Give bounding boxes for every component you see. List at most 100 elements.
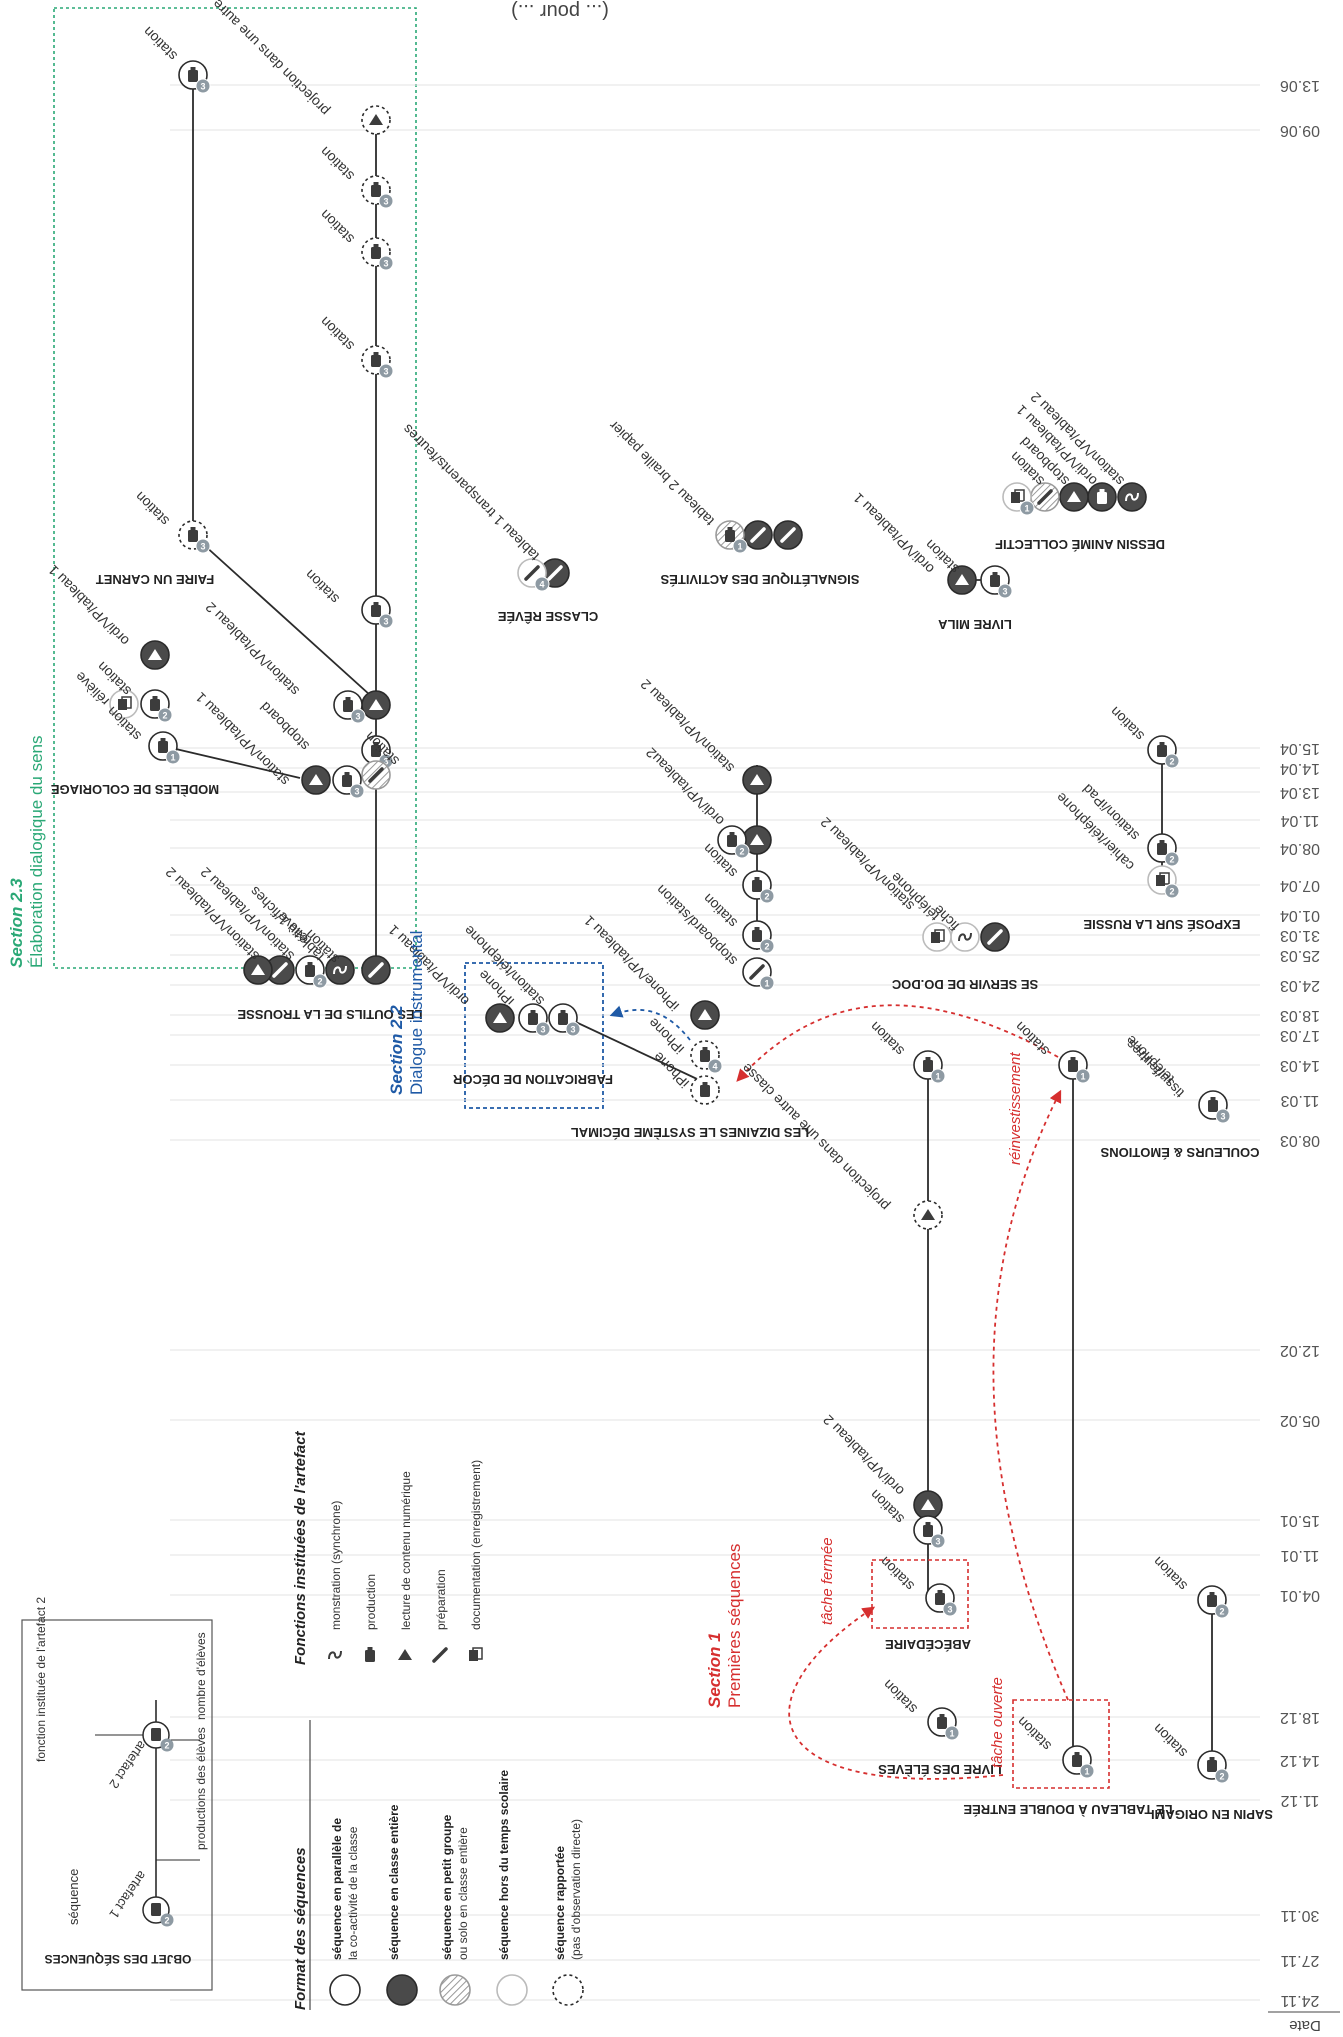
section-1-title: Premières séquences [725, 1544, 744, 1708]
sequence-title-classe_reve: CLASSE RÊVÉE [497, 609, 598, 624]
artifact-label-iphone: iPhone [650, 1049, 692, 1091]
signaletique-node [744, 521, 772, 549]
modeles-node: 2 [141, 690, 172, 722]
svg-text:2: 2 [1219, 1607, 1224, 1617]
dessin-node [1118, 483, 1146, 511]
date-tick: 15.04 [1280, 740, 1320, 757]
svg-text:1: 1 [170, 753, 175, 763]
sequence-title-russie: EXPOSÉ SUR LA RUSSIE [1083, 917, 1240, 932]
svg-text:3: 3 [383, 367, 388, 377]
dessin-node [1088, 483, 1116, 511]
signaletique-node: 1 [716, 521, 747, 553]
svg-text:3: 3 [570, 1025, 575, 1035]
dessin-node: 1 [1003, 483, 1034, 515]
dizaines-col-node: 2 [743, 921, 774, 953]
legend-fonction: fonction instituée de l'artefact 2 [34, 1597, 48, 1762]
svg-text:2: 2 [162, 711, 167, 721]
dizaines-col-node: 2 [743, 871, 774, 903]
faire-carnet-node: 3 [179, 521, 210, 553]
svg-text:3: 3 [383, 197, 388, 207]
artifact-label-station: station [1150, 1721, 1190, 1761]
station-node: 3 [362, 346, 393, 378]
legend-object-box: OBJET DES SÉQUENCES 2 2 séquence artefac… [22, 1597, 212, 1990]
sequence-title-dizaines: LES DIZAINES LE SYSTÈME DÉCIMAL [571, 1125, 809, 1140]
station-vp-node [302, 766, 330, 794]
abecedaire-projection-node [914, 1201, 942, 1229]
artifact-label-tableau2_braille: tableau 2 braille papier [605, 417, 717, 529]
svg-text:2: 2 [164, 1916, 169, 1926]
section-2-3-box [54, 8, 416, 968]
legend-function-4: documentation (enregistrement) [469, 1460, 483, 1661]
artifact-label-projection: projection dans une autre classe [178, 0, 332, 119]
carnet-node-top: 3 [179, 61, 210, 93]
date-tick: 11.03 [1280, 1092, 1319, 1109]
sequence-title-tableau: LE TABLEAU À DOUBLE ENTRÉE [963, 1802, 1173, 1817]
sequence-title-mila: LIVRE MILA [938, 617, 1012, 632]
artifact-label-ordi_vp_tableau2: ordi/VP/tableau 2 [820, 1412, 907, 1499]
section-2-2-title: Dialogue instrumental [407, 931, 426, 1095]
artifact-label-station: station [880, 1677, 920, 1717]
svg-text:3: 3 [383, 259, 388, 269]
date-tick: 18.12 [1280, 1709, 1320, 1726]
abecedaire-node: 3 [926, 1584, 957, 1616]
svg-text:2: 2 [739, 847, 744, 857]
modeles-node: 1 [149, 732, 180, 764]
tache-ouverte-box [1013, 1700, 1109, 1788]
station-node: 3 [362, 176, 393, 208]
legend-nombre: nombre d'élèves [194, 1632, 208, 1720]
livre-eleves-node: 1 [928, 1708, 959, 1740]
artifact-label-iphone: iPhone [645, 1015, 687, 1057]
artifact-label-station: station [317, 207, 357, 247]
sequence-title-couleurs: COULEURS & ÉMOTIONS [1100, 1145, 1259, 1160]
date-tick: 05.02 [1280, 1412, 1320, 1429]
section-2-3-number: Section 2.3 [7, 878, 26, 968]
sequence-title-fabrication: FABRICATION DE DÉCOR [452, 1072, 613, 1087]
legend-format-3: séquence hors du temps scolaire [497, 1770, 527, 2005]
header-fragment: (... pour ...) [511, 0, 609, 22]
artifact-label-station: station [317, 314, 357, 354]
date-tick: 11.01 [1280, 1547, 1319, 1564]
artifact-label-tableau1_transparents: tableau 1 transparents/feutres [399, 421, 542, 564]
artifact-label-station: station [132, 489, 172, 529]
svg-text:documentation (enregistrement): documentation (enregistrement) [469, 1460, 483, 1630]
legend-sequence: séquence [66, 1869, 81, 1925]
svg-text:3: 3 [947, 1605, 952, 1615]
date-tick: 17.03 [1280, 1027, 1320, 1044]
date-tick: 07.04 [1280, 877, 1320, 894]
date-tick: 18.03 [1280, 1007, 1320, 1024]
abecedaire-node: 1 [914, 1051, 945, 1083]
dizaines-node [691, 1001, 719, 1029]
artifact-label-station: station [867, 1019, 907, 1059]
legend-functions-title: Fonctions instituées de l'artefact [292, 1430, 309, 1665]
station-vp-node: 3 [334, 691, 365, 723]
date-tick: 15.01 [1280, 1512, 1320, 1529]
svg-text:2: 2 [764, 892, 769, 902]
svg-text:1: 1 [935, 1072, 940, 1082]
ordi-vp-node [141, 641, 169, 669]
date-tick: 12.02 [1280, 1342, 1320, 1359]
svg-text:3: 3 [355, 712, 360, 722]
date-tick: 27.11 [1280, 1952, 1319, 1969]
date-tick: 13.04 [1280, 784, 1320, 801]
artifact-labels: station projection dans une autre classe s… [45, 0, 1190, 1761]
svg-text:2: 2 [1219, 1772, 1224, 1782]
svg-text:2: 2 [1169, 855, 1174, 865]
station-node: 3 [333, 766, 364, 798]
russie-node: 2 [1148, 834, 1179, 866]
sequence-title-dessin: DESSIN ANIMÉ COLLECTIF [995, 537, 1165, 552]
fabrication-node [486, 1004, 514, 1032]
svg-text:3: 3 [935, 1537, 940, 1547]
fabrication-node: 3 [549, 1004, 580, 1036]
legend-object-title: OBJET DES SÉQUENCES [45, 1952, 192, 1967]
svg-text:4: 4 [712, 1062, 717, 1072]
svg-text:3: 3 [1220, 1112, 1225, 1122]
legend-function-1: production [364, 1574, 378, 1662]
russie-node: 2 [1148, 736, 1179, 768]
legend-function-0: monstration (synchrone) [329, 1501, 343, 1659]
svg-text:2: 2 [317, 977, 322, 987]
artifact-label-station_vp_tableau2: station/VP/tableau 2 [817, 814, 917, 914]
station-node: 3 [362, 596, 393, 628]
date-tick: 11.04 [1280, 812, 1319, 829]
svg-text:2: 2 [164, 1741, 169, 1751]
